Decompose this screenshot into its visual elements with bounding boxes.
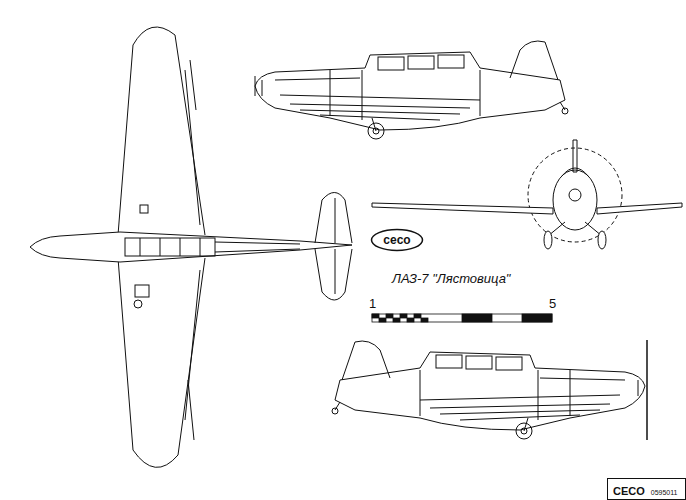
stamp-box: CECO 0595011 [607,478,686,500]
node-text: 0595011 [651,489,678,496]
scale-number: 5 [549,296,556,311]
logo-oval: ceco [370,228,424,252]
scale-number: 1 [369,296,376,311]
node-text: ceco [370,233,424,247]
node-text: CECO [613,485,645,497]
drawing-title: ЛАЗ-7 "Лястовица" [392,271,511,286]
